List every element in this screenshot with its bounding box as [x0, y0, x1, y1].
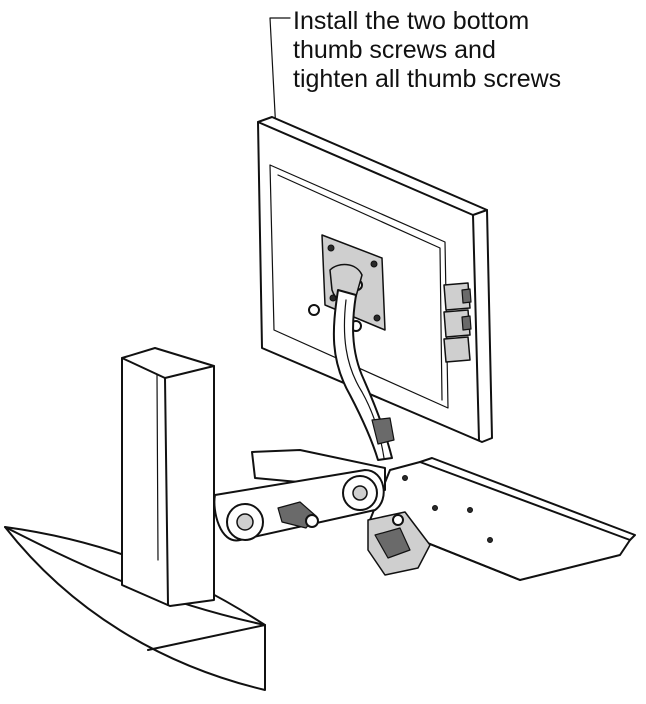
extension-arm	[213, 449, 386, 542]
callout-line-2: thumb screws and	[293, 36, 496, 64]
tilt-head-and-riser	[329, 263, 395, 461]
callout-line-3: tighten all thumb screws	[293, 65, 562, 93]
callout-line-1: Install the two bottom	[293, 7, 530, 35]
tray-mechanism	[367, 511, 431, 576]
installation-callout: Install the two bottom thumb screws and …	[293, 7, 561, 94]
vertical-post	[121, 347, 215, 607]
side-control-buttons	[443, 282, 472, 363]
